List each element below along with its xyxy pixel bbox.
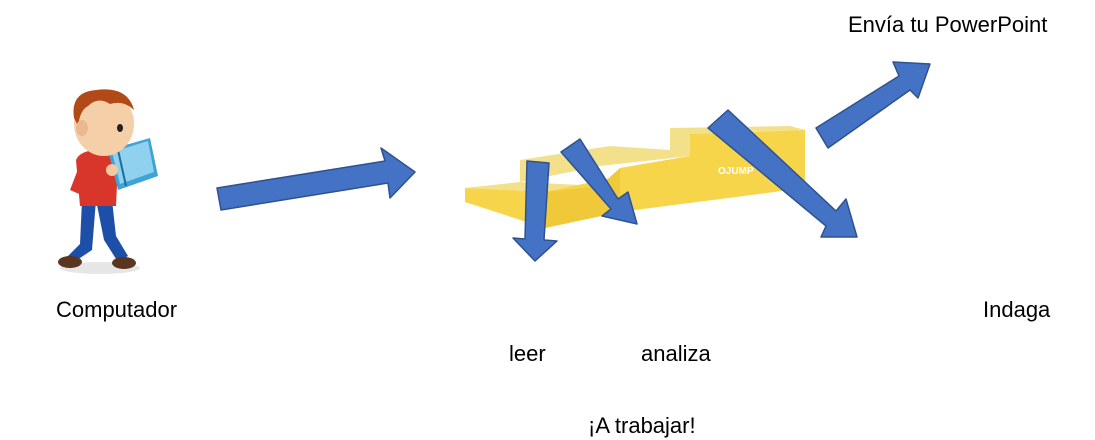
work-caption: ¡A trabajar! xyxy=(588,413,696,438)
analiza-label: analiza xyxy=(641,341,711,366)
arrow-leer xyxy=(512,160,558,262)
arrow-indaga xyxy=(707,109,858,238)
arrow-send xyxy=(815,61,931,149)
computer-label: Computador xyxy=(56,297,178,322)
send-powerpoint-label: Envía tu PowerPoint xyxy=(848,12,1048,37)
podium-brand-text: OJUMP xyxy=(718,166,754,177)
boy-reading-illustration xyxy=(58,89,158,274)
arrow-to-podium xyxy=(216,147,416,211)
leer-label: leer xyxy=(509,341,546,366)
arrow-analiza xyxy=(560,138,638,225)
indaga-label: Indaga xyxy=(983,297,1051,322)
